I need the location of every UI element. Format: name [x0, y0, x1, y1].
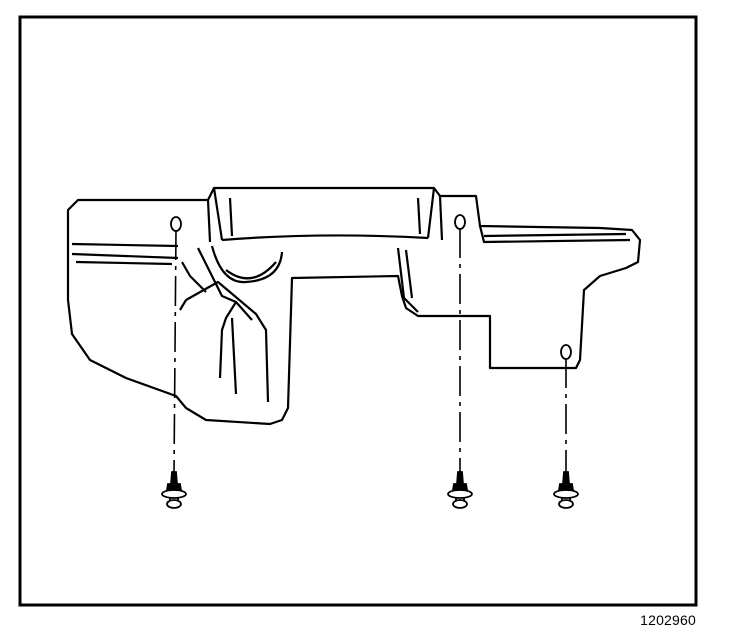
push-pin-retainer-middle [447, 471, 473, 509]
shield-outline [66, 186, 642, 426]
right-flange [478, 225, 631, 244]
splash-shield [66, 186, 642, 426]
inner-brace-2 [179, 261, 207, 311]
center-duct [206, 187, 444, 243]
shield-upper-rib [71, 242, 179, 266]
round-opening-inner [225, 261, 277, 280]
push-pin-retainer-left [161, 471, 187, 509]
duct-lines [228, 197, 422, 237]
figure-id: 1202960 [640, 612, 696, 628]
alignment-line-left [173, 229, 177, 473]
push-pin-retainer-right [553, 471, 579, 509]
figure-frame [18, 15, 698, 607]
inner-brace [185, 247, 270, 403]
round-opening [210, 245, 284, 284]
mounting-hole-right [560, 344, 572, 360]
lower-step [396, 247, 419, 313]
mounting-hole-middle [454, 214, 466, 230]
mounting-hole-left [170, 216, 182, 232]
alignment-lines [173, 228, 567, 473]
